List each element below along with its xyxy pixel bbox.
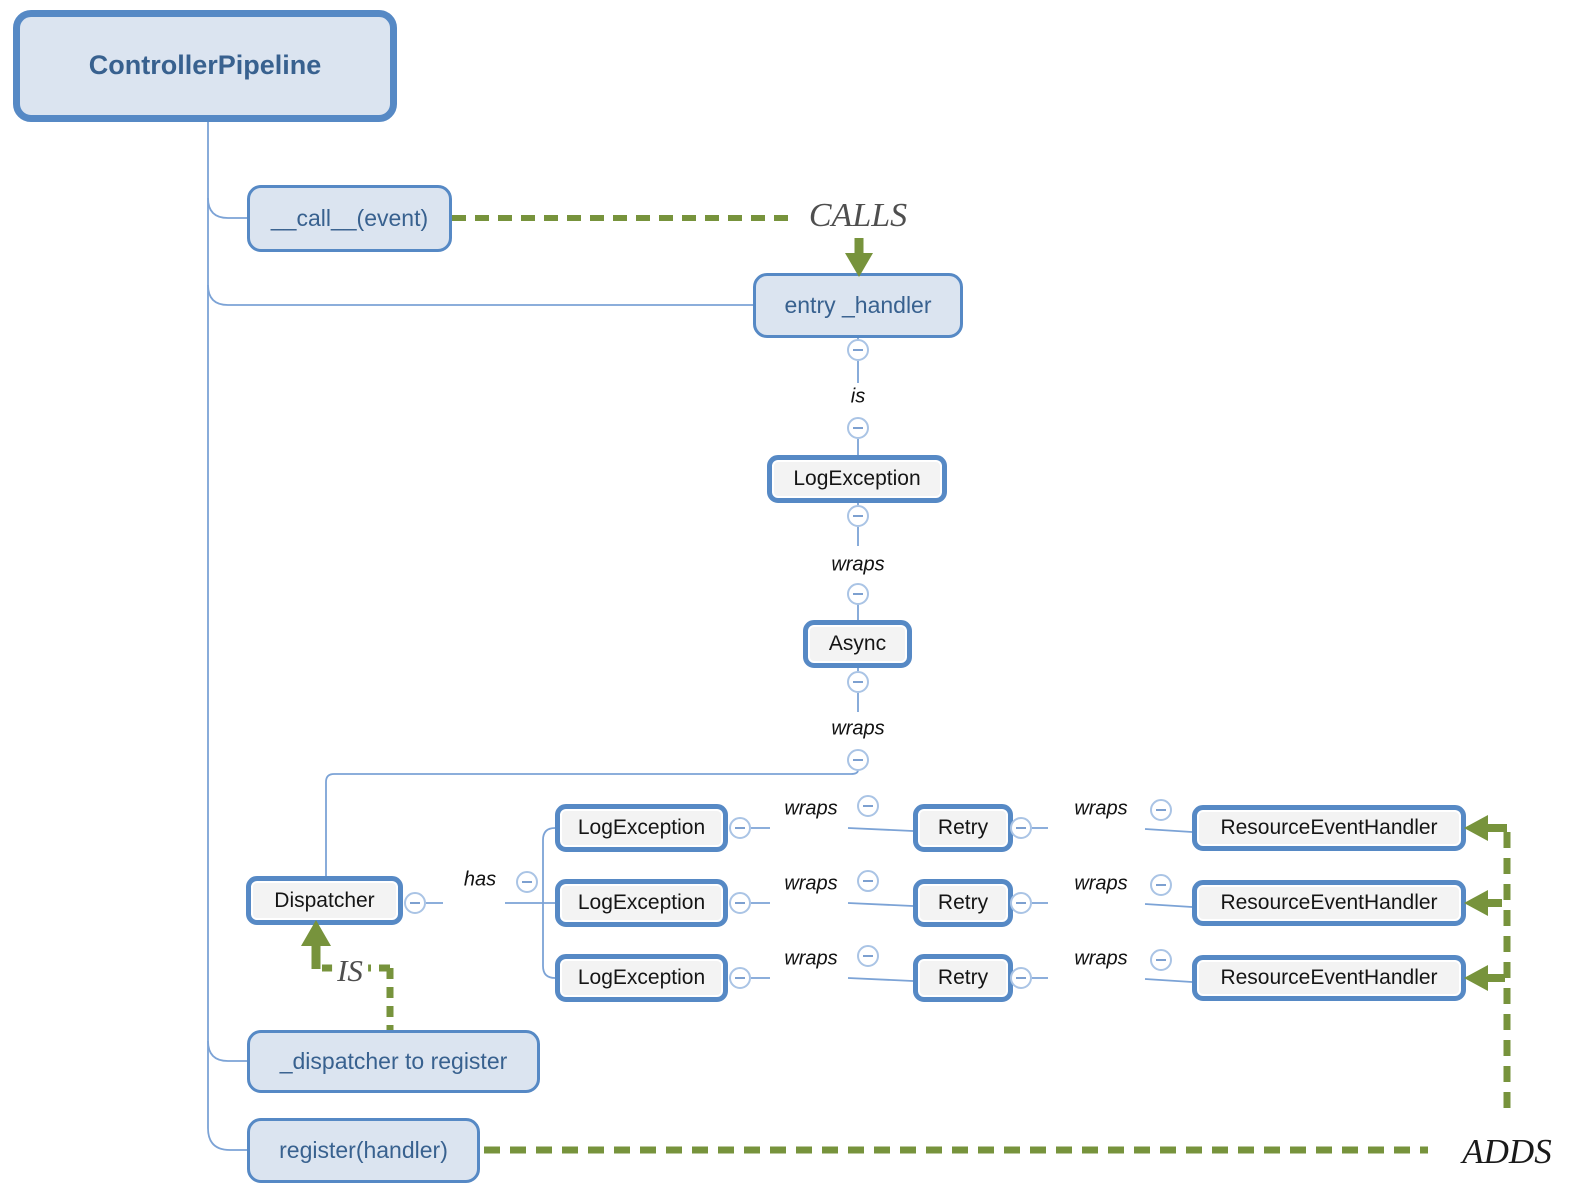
is-arrow-icon [301,920,331,969]
node-dispatcher-to-register[interactable]: _dispatcher to register [247,1030,540,1093]
edge-label-wraps-row-3-a: wraps [784,947,838,970]
edge-label-wraps-row-1-a: wraps [784,797,838,820]
collapse-minus-icon[interactable] [857,870,879,892]
dispatcher-has-connectors [426,827,556,979]
edge-label-is-upper: IS [332,953,368,989]
collapse-minus-icon[interactable] [847,339,869,361]
collapse-minus-icon[interactable] [847,583,869,605]
edge-label-wraps-row-3-b: wraps [1074,947,1128,970]
node-retry-row-3[interactable]: Retry [913,954,1013,1002]
adds-arrow-row-2-icon [1464,890,1502,916]
calls-arrow-icon [845,238,873,277]
node-controllerpipeline[interactable]: ControllerPipeline [13,10,397,122]
collapse-minus-icon[interactable] [857,945,879,967]
edge-label-is: is [850,385,866,408]
node-retry-row-1[interactable]: Retry [913,804,1013,852]
adds-arrow-row-1-icon [1464,815,1507,841]
node-resourceeventhandler-row-1[interactable]: ResourceEventHandler [1192,805,1466,851]
collapse-minus-icon[interactable] [1150,949,1172,971]
node-entry-handler[interactable]: entry _handler [753,273,963,338]
green-relation-lines [322,215,1511,1154]
edge-label-wraps-row-2-b: wraps [1074,872,1128,895]
edge-label-adds: ADDS [1457,1132,1557,1172]
collapse-minus-icon[interactable] [729,817,751,839]
collapse-minus-icon[interactable] [729,892,751,914]
collapse-minus-icon[interactable] [847,417,869,439]
node-retry-row-2[interactable]: Retry [913,879,1013,927]
node-register-handler[interactable]: register(handler) [247,1118,480,1183]
node-logexception-row-2[interactable]: LogException [555,879,728,927]
collapse-minus-icon[interactable] [847,749,869,771]
collapse-minus-icon[interactable] [1010,967,1032,989]
node-dispatcher[interactable]: Dispatcher [246,876,403,925]
collapse-minus-icon[interactable] [404,892,426,914]
edge-label-has: has [463,868,497,891]
collapse-minus-icon[interactable] [1010,817,1032,839]
edge-label-calls: CALLS [803,197,913,235]
collapse-minus-icon[interactable] [847,671,869,693]
node-logexception-row-3[interactable]: LogException [555,954,728,1002]
trunk-branches [207,197,753,1062]
collapse-minus-icon[interactable] [1150,874,1172,896]
collapse-minus-icon[interactable] [1010,892,1032,914]
adds-arrow-row-3-icon [1464,965,1505,991]
collapse-minus-icon[interactable] [729,967,751,989]
node-call-event[interactable]: __call__(event) [247,185,452,252]
node-resourceeventhandler-row-3[interactable]: ResourceEventHandler [1192,955,1466,1001]
edge-label-wraps-chain-1: wraps [831,553,885,576]
node-async[interactable]: Async [803,620,912,668]
collapse-minus-icon[interactable] [1150,799,1172,821]
edge-label-wraps-row-2-a: wraps [784,872,838,895]
collapse-minus-icon[interactable] [857,795,879,817]
node-logexception-chain[interactable]: LogException [767,455,947,503]
collapse-minus-icon[interactable] [516,871,538,893]
trunk-line [207,122,247,1151]
edge-label-wraps-chain-2: wraps [831,717,885,740]
node-resourceeventhandler-row-2[interactable]: ResourceEventHandler [1192,880,1466,926]
node-logexception-row-1[interactable]: LogException [555,804,728,852]
collapse-minus-icon[interactable] [847,505,869,527]
edge-label-wraps-row-1-b: wraps [1074,797,1128,820]
